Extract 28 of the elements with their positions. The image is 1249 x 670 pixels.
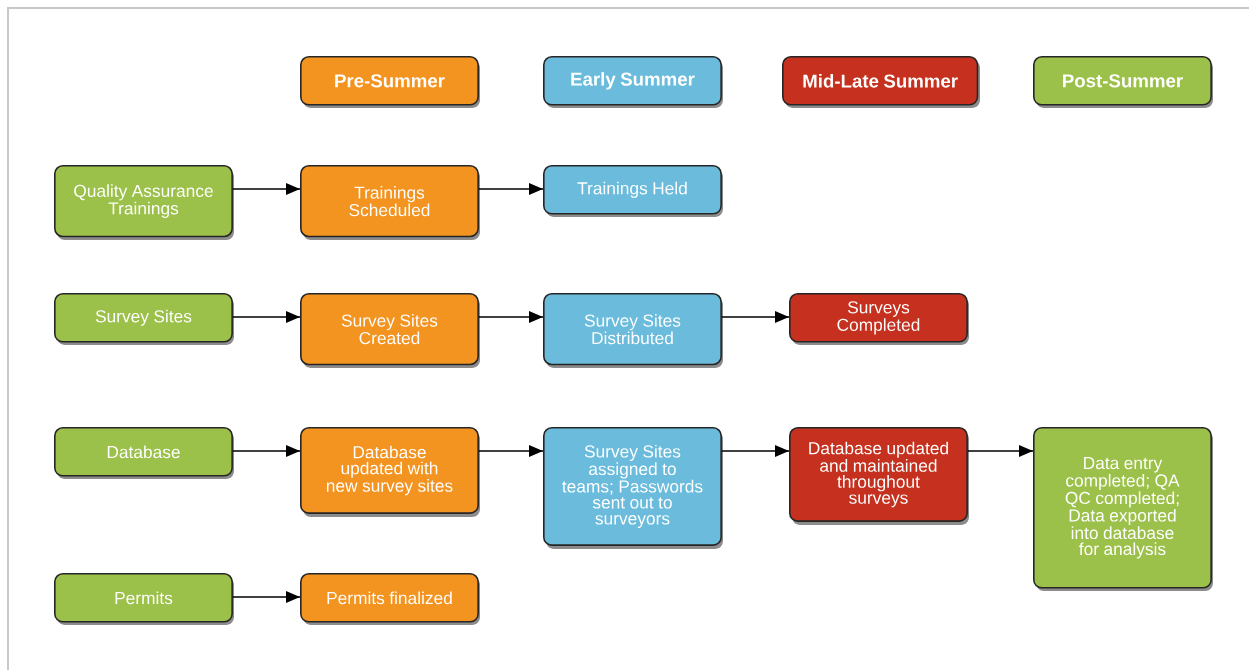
process-box: Permits finalized <box>300 573 480 625</box>
process-box: Survey Sites <box>54 293 234 345</box>
process-box: Trainings Held <box>543 165 723 217</box>
phase-header: Post-Summer <box>1033 56 1213 108</box>
arrow <box>478 311 544 323</box>
phase-header: Early Summer <box>543 56 723 108</box>
arrow <box>232 445 301 457</box>
process-box: Survey Sites assigned to teams; Passwords sent out to surveyors <box>543 427 723 549</box>
process-box: Database <box>54 427 234 479</box>
process-box: Survey Sites Distributed <box>543 293 723 368</box>
process-box: Quality Assurance Trainings <box>54 165 234 240</box>
process-box: Trainings Scheduled <box>300 165 480 240</box>
arrow <box>967 445 1034 457</box>
process-box: Permits <box>54 573 234 625</box>
phase-header: Mid-Late Summer <box>782 56 980 108</box>
arrow <box>232 591 301 603</box>
arrow <box>232 311 301 323</box>
arrow <box>478 183 544 195</box>
arrow <box>478 445 544 457</box>
process-box: Database updated with new survey sites <box>300 427 480 517</box>
arrow <box>232 183 301 195</box>
arrow <box>721 311 790 323</box>
process-box: Surveys Completed <box>789 293 969 345</box>
process-box: Survey Sites Created <box>300 293 480 368</box>
arrow <box>721 445 790 457</box>
phase-header: Pre-Summer <box>300 56 480 108</box>
process-box: Database updated and maintained throughout surveys <box>789 427 969 525</box>
process-box: Data entry completed; QA QC completed; Data exported into database for analysis <box>1033 427 1213 591</box>
